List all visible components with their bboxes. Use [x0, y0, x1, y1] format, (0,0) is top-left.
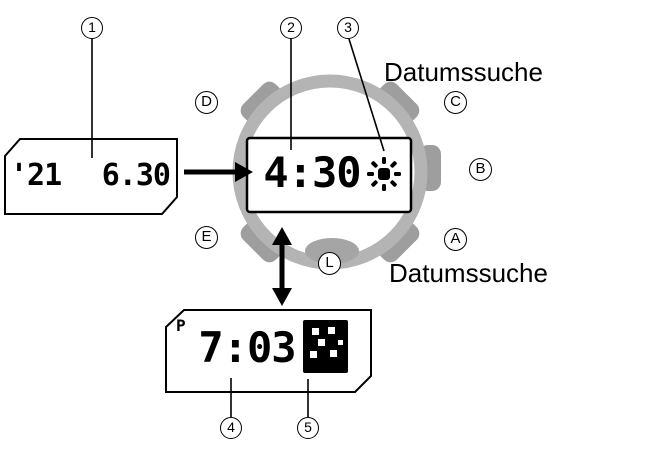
date-display-text: '21 6.30	[10, 158, 171, 193]
callout-leader-lines	[91, 38, 385, 417]
button-d-shape	[240, 81, 282, 123]
callout-5: 5	[297, 417, 319, 439]
date-display-panel	[4, 138, 178, 215]
watch-display-time: 4:30	[263, 148, 361, 197]
date-display-year: '21	[10, 158, 62, 193]
callout-1: 1	[81, 17, 103, 39]
callout-4: 4	[220, 417, 242, 439]
button-a-shape	[378, 221, 420, 263]
leader-line-3	[348, 38, 385, 152]
button-label-l: L	[318, 252, 341, 275]
callout-3: 3	[337, 17, 359, 39]
button-label-e: E	[195, 226, 218, 249]
date-display-date: 6.30	[101, 158, 171, 193]
lower-display-time: 7:03	[198, 323, 296, 372]
button-label-d: D	[195, 91, 218, 114]
callout-2: 2	[280, 17, 302, 39]
button-label-c: C	[444, 91, 467, 114]
flashing-indicator-icon	[367, 157, 401, 191]
lower-display-mode: P	[176, 316, 186, 335]
button-c-shape	[378, 81, 420, 123]
label-datumssuche-bottom: Datumssuche	[389, 258, 548, 288]
button-label-a: A	[444, 228, 467, 251]
label-datumssuche-top: Datumssuche	[384, 57, 543, 87]
dot-pattern-icon	[303, 320, 348, 373]
button-label-b: B	[469, 158, 492, 181]
button-e-shape	[240, 221, 282, 263]
arrow-right	[184, 162, 253, 182]
arrow-double-vertical	[272, 227, 292, 306]
